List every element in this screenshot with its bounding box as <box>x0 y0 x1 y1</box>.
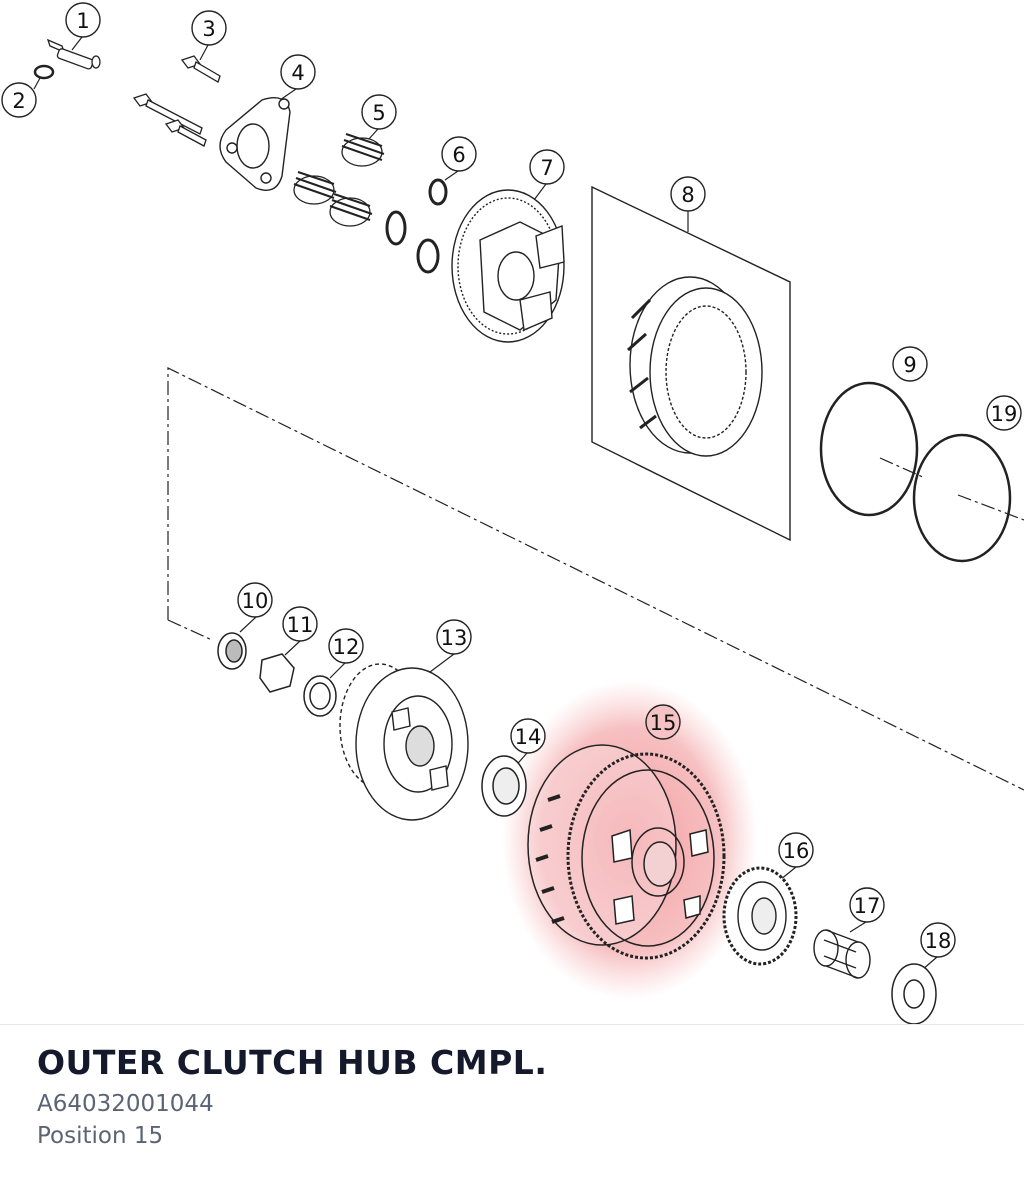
callout-label: 11 <box>287 613 314 637</box>
part-9-oring <box>819 381 919 517</box>
callout-label: 1 <box>76 9 89 33</box>
callout-5[interactable]: 5 <box>361 94 397 130</box>
part-title: OUTER CLUTCH HUB CMPL. <box>37 1043 548 1082</box>
part-15-outer-clutch-hub[interactable] <box>527 744 726 960</box>
part-position: Position 15 <box>37 1123 164 1149</box>
callout-9[interactable]: 9 <box>892 346 928 382</box>
part-19-oring <box>912 433 1012 563</box>
callout-label: 5 <box>372 101 385 125</box>
callout-11[interactable]: 11 <box>282 606 318 642</box>
part-11-nut <box>259 653 295 693</box>
part-6-circlips <box>385 178 448 274</box>
callout-label: 6 <box>452 143 465 167</box>
callouts: 1 2 3 4 5 6 7 8 9 19 10 11 12 13 14 15 1… <box>1 2 1022 958</box>
callout-17[interactable]: 17 <box>849 887 885 923</box>
callout-label: 18 <box>925 929 952 953</box>
callout-label: 2 <box>12 89 25 113</box>
callout-6[interactable]: 6 <box>441 136 477 172</box>
callout-8[interactable]: 8 <box>670 176 706 212</box>
callout-2[interactable]: 2 <box>1 82 37 118</box>
callout-label: 12 <box>333 635 360 659</box>
callout-1[interactable]: 1 <box>65 2 101 38</box>
part-3-bolts <box>132 55 221 147</box>
callout-10[interactable]: 10 <box>237 582 273 618</box>
callout-label: 7 <box>540 156 553 180</box>
part-8-clutch-pack <box>591 185 791 542</box>
assembly-lines <box>167 367 1024 791</box>
callout-label: 13 <box>441 626 468 650</box>
callout-label: 14 <box>515 725 542 749</box>
callout-label: 4 <box>291 61 304 85</box>
part-5-springs <box>293 133 385 227</box>
divider <box>0 1024 1024 1025</box>
callout-label: 10 <box>242 589 269 613</box>
callout-label: 3 <box>202 17 215 41</box>
callout-18[interactable]: 18 <box>920 922 956 958</box>
callout-15[interactable]: 15 <box>645 704 681 740</box>
part-4-plate <box>219 97 291 191</box>
callout-13[interactable]: 13 <box>436 619 472 655</box>
callout-4[interactable]: 4 <box>280 54 316 90</box>
part-10-bearing <box>217 632 247 670</box>
callout-19[interactable]: 19 <box>986 395 1022 431</box>
callout-label: 17 <box>854 894 881 918</box>
part-info-panel: OUTER CLUTCH HUB CMPL. A64032001044 Posi… <box>37 1040 997 1152</box>
callout-7[interactable]: 7 <box>529 149 565 185</box>
part-7-pressure-cap <box>451 189 565 343</box>
callout-label: 8 <box>681 183 694 207</box>
callout-12[interactable]: 12 <box>328 628 364 664</box>
part-13-inner-hub <box>339 663 469 821</box>
callout-14[interactable]: 14 <box>510 718 546 754</box>
leader-lines <box>33 36 938 971</box>
callout-16[interactable]: 16 <box>778 832 814 868</box>
part-17-needle-cage <box>813 929 871 979</box>
part-number: A64032001044 <box>37 1091 214 1117</box>
callout-label: 16 <box>783 839 810 863</box>
part-16-gear <box>722 866 798 966</box>
part-12-washer <box>303 675 337 717</box>
part-18-washer <box>891 963 937 1025</box>
exploded-parts-diagram: 1 2 3 4 5 6 7 8 9 19 10 11 12 13 14 15 1… <box>1 2 1024 1025</box>
callout-3[interactable]: 3 <box>191 10 227 46</box>
part-14-thrust-ring <box>481 755 527 817</box>
callout-label: 15 <box>650 711 677 735</box>
part-1-adjuster-screw <box>46 38 101 70</box>
callout-label: 19 <box>991 402 1018 426</box>
part-2-ring <box>33 64 55 80</box>
callout-label: 9 <box>903 353 916 377</box>
